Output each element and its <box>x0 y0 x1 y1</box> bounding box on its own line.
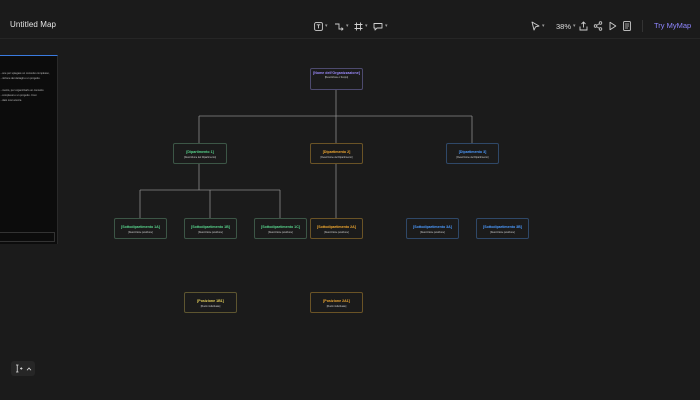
text-cursor-icon <box>15 364 22 373</box>
node-department-3[interactable]: [Dipartimento 3] [Descrizione del Dipart… <box>446 143 499 164</box>
text-tool-button[interactable]: ▾ <box>314 19 328 33</box>
node-title: [Nome dell'Organizzazione] <box>313 71 360 75</box>
node-department-2[interactable]: [Dipartimento 2] [Descrizione del Dipart… <box>310 143 363 164</box>
node-subdepartment-2a[interactable]: [Sottodipartimento 2A] [Descrizione posi… <box>310 218 363 239</box>
chevron-down-icon: ▾ <box>365 23 368 29</box>
panel-text-line: ...complessi e un progetto. Così <box>0 94 37 97</box>
play-icon <box>609 21 617 31</box>
chevron-down-icon: ▾ <box>385 23 388 29</box>
node-position-1b1[interactable]: [Posizione 1B1] [Ruolo individuale] <box>184 292 237 313</box>
side-panel[interactable]: ...one per spiegare un concetto compless… <box>0 55 58 244</box>
node-department-1[interactable]: [Dipartimento 1] [Descrizione del Dipart… <box>173 143 227 164</box>
node-description: [Descrizione posizione] <box>420 231 445 235</box>
node-description: [Descrizione posizione] <box>198 231 223 235</box>
node-description: [Descrizione del Dipartimento] <box>184 156 216 160</box>
node-description: [Descrizione del Dipartimento] <box>456 156 489 160</box>
node-description: [Descrizione o Scopo] <box>324 76 349 80</box>
node-title: [Dipartimento 3] <box>458 150 487 154</box>
panel-text-line: ...mento, per organizzarlo un concetto <box>0 89 44 92</box>
node-subdepartment-1b[interactable]: [Sottodipartimento 1B] [Descrizione posi… <box>184 218 237 239</box>
node-description: [Ruolo individuale] <box>200 305 221 309</box>
notes-icon <box>623 21 631 31</box>
node-description: [Descrizione posizione] <box>268 231 293 235</box>
panel-text-line: ...one per spiegare un concetto compless… <box>0 72 50 75</box>
text-box-icon <box>314 21 323 31</box>
frame-icon <box>354 22 363 30</box>
node-title: [Sottodipartimento 1B] <box>191 225 230 229</box>
share-button[interactable] <box>593 19 603 33</box>
zoom-level: 38% <box>556 21 572 31</box>
chevron-down-icon: ▾ <box>573 23 576 29</box>
node-description: [Descrizione posizione] <box>128 231 153 235</box>
panel-input-field[interactable] <box>0 232 55 242</box>
node-title: [Sottodipartimento 1A] <box>121 225 160 229</box>
node-subdepartment-1a[interactable]: [Sottodipartimento 1A] [Descrizione posi… <box>114 218 167 239</box>
pointer-icon <box>531 21 540 31</box>
panel-text-line: ...dato così ancora <box>0 99 22 102</box>
top-toolbar: Untitled Map ▾ ▾ ▾ ▾ ▾ 38% ▾ Try MyMap <box>0 0 700 39</box>
map-title[interactable]: Untitled Map <box>10 20 57 29</box>
pointer-tool-button[interactable]: ▾ <box>531 19 545 33</box>
panel-text-line: ...nizione dei dettagli e un progetto. <box>0 77 41 80</box>
node-description: [Descrizione del Dipartimento] <box>320 156 353 160</box>
node-organization[interactable]: [Nome dell'Organizzazione] [Descrizione … <box>310 68 363 90</box>
share-icon <box>593 21 603 31</box>
chevron-down-icon: ▾ <box>346 23 349 29</box>
node-title: [Sottodipartimento 3B] <box>483 225 522 229</box>
node-title: [Dipartimento 1] <box>186 150 214 154</box>
node-title: [Sottodipartimento 2A] <box>317 225 356 229</box>
notes-button[interactable] <box>623 19 631 33</box>
node-description: [Descrizione posizione] <box>324 231 349 235</box>
node-position-2a1[interactable]: [Posizione 2A1] [Ruolo individuale] <box>310 292 363 313</box>
node-title: [Posizione 2A1] <box>323 299 350 303</box>
connector-tool-button[interactable]: ▾ <box>334 19 349 33</box>
zoom-control[interactable]: 38% ▾ <box>556 19 576 33</box>
chevron-up-icon <box>26 366 31 371</box>
node-subdepartment-1c[interactable]: [Sottodipartimento 1C] [Descrizione posi… <box>254 218 307 239</box>
chevron-down-icon: ▾ <box>542 23 545 29</box>
chevron-down-icon: ▾ <box>325 23 328 29</box>
frame-tool-button[interactable]: ▾ <box>354 19 368 33</box>
try-mymap-link[interactable]: Try MyMap <box>654 21 692 30</box>
node-title: [Sottodipartimento 1C] <box>261 225 300 229</box>
export-icon <box>579 21 588 31</box>
node-description: [Ruolo individuale] <box>326 305 347 309</box>
node-title: [Sottodipartimento 3A] <box>413 225 452 229</box>
toolbar-divider <box>642 20 643 32</box>
present-button[interactable] <box>608 19 617 33</box>
connector-icon <box>335 23 344 31</box>
node-description: [Descrizione posizione] <box>490 231 515 235</box>
comment-icon <box>373 22 383 30</box>
node-subdepartment-3b[interactable]: [Sottodipartimento 3B] [Descrizione posi… <box>476 218 529 239</box>
node-subdepartment-3a[interactable]: [Sottodipartimento 3A] [Descrizione posi… <box>406 218 459 239</box>
node-title: [Dipartimento 2] <box>322 150 351 154</box>
text-cursor-tool-button[interactable] <box>11 361 35 376</box>
export-button[interactable] <box>579 19 588 33</box>
comment-tool-button[interactable]: ▾ <box>373 19 388 33</box>
node-title: [Posizione 1B1] <box>197 299 224 303</box>
